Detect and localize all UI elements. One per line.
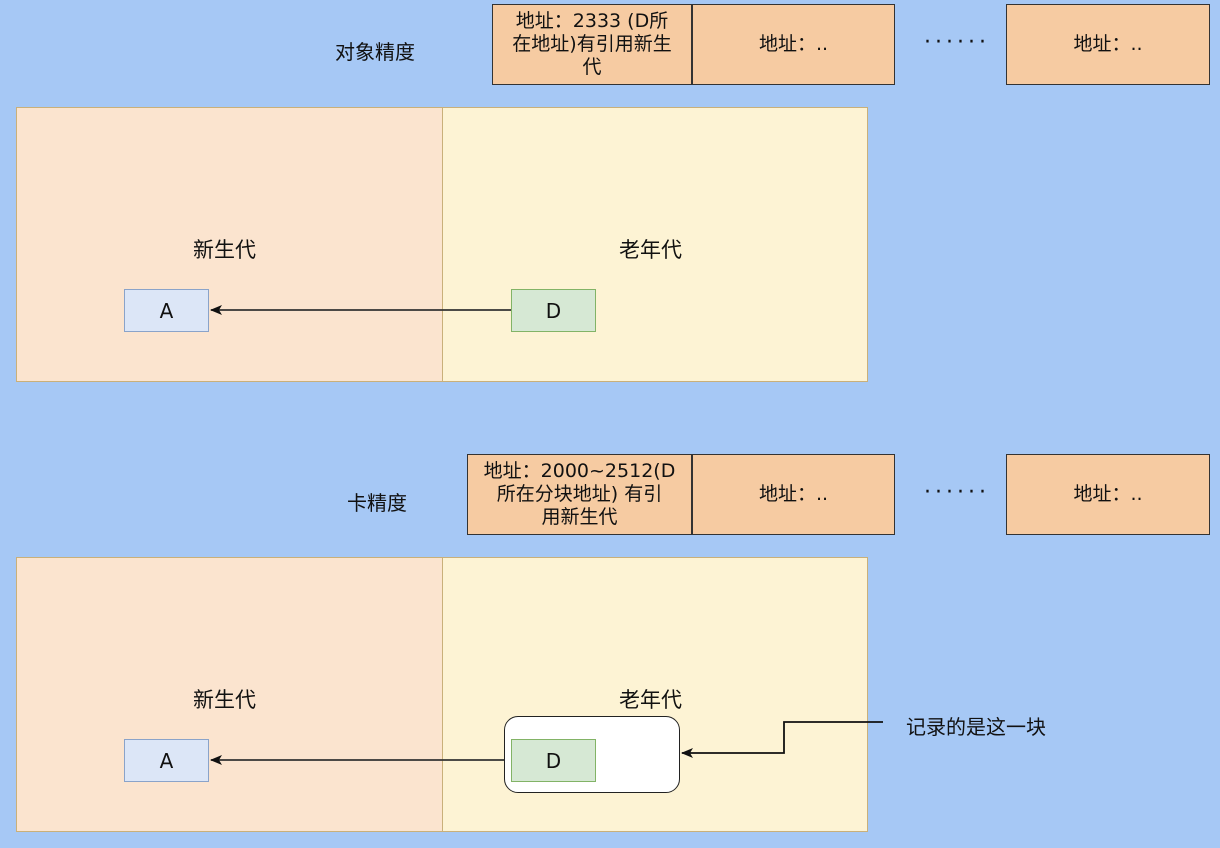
young-generation-region: 新生代 xyxy=(16,557,443,832)
cell-line: 代 xyxy=(582,56,602,78)
cell-text: 地址：.. xyxy=(758,33,829,55)
old-generation-region: 老年代 xyxy=(442,107,868,382)
cell-line: 地址：2333 (D所 xyxy=(515,10,669,32)
card-precision-cell-1: 地址：2000~2512(D 所在分块地址) 有引 用新生代 xyxy=(467,454,692,535)
card-precision-cell-2: 地址：.. xyxy=(692,454,895,535)
object-precision-label: 对象精度 xyxy=(335,40,415,64)
old-generation-title: 老年代 xyxy=(619,688,682,712)
cell-text: 地址：.. xyxy=(1073,483,1143,505)
cell-line: 在地址)有引用新生 xyxy=(512,33,672,55)
object-precision-cell-1: 地址：2333 (D所 在地址)有引用新生 代 xyxy=(492,4,692,85)
object-precision-cell-3: 地址：.. xyxy=(1006,4,1210,85)
cell-line: 所在分块地址) 有引 xyxy=(496,483,663,505)
object-precision-cell-2: 地址：.. xyxy=(692,4,895,85)
object-d: D xyxy=(511,289,596,332)
object-precision-ellipsis: ······ xyxy=(924,30,990,55)
cell-text: 地址：.. xyxy=(758,483,829,505)
object-a: A xyxy=(124,289,209,332)
cell-text: 地址：.. xyxy=(1073,33,1143,55)
object-a: A xyxy=(124,739,209,782)
card-annotation-label: 记录的是这一块 xyxy=(906,715,1046,739)
young-generation-region: 新生代 xyxy=(16,107,443,382)
cell-line: 地址：2000~2512(D xyxy=(483,460,676,482)
young-generation-title: 新生代 xyxy=(193,238,256,262)
card-precision-cell-3: 地址：.. xyxy=(1006,454,1210,535)
card-precision-ellipsis: ······ xyxy=(924,480,990,505)
object-d: D xyxy=(511,739,596,782)
young-generation-title: 新生代 xyxy=(193,688,256,712)
card-precision-label: 卡精度 xyxy=(347,491,407,515)
old-generation-title: 老年代 xyxy=(619,238,682,262)
cell-line: 用新生代 xyxy=(541,506,618,528)
